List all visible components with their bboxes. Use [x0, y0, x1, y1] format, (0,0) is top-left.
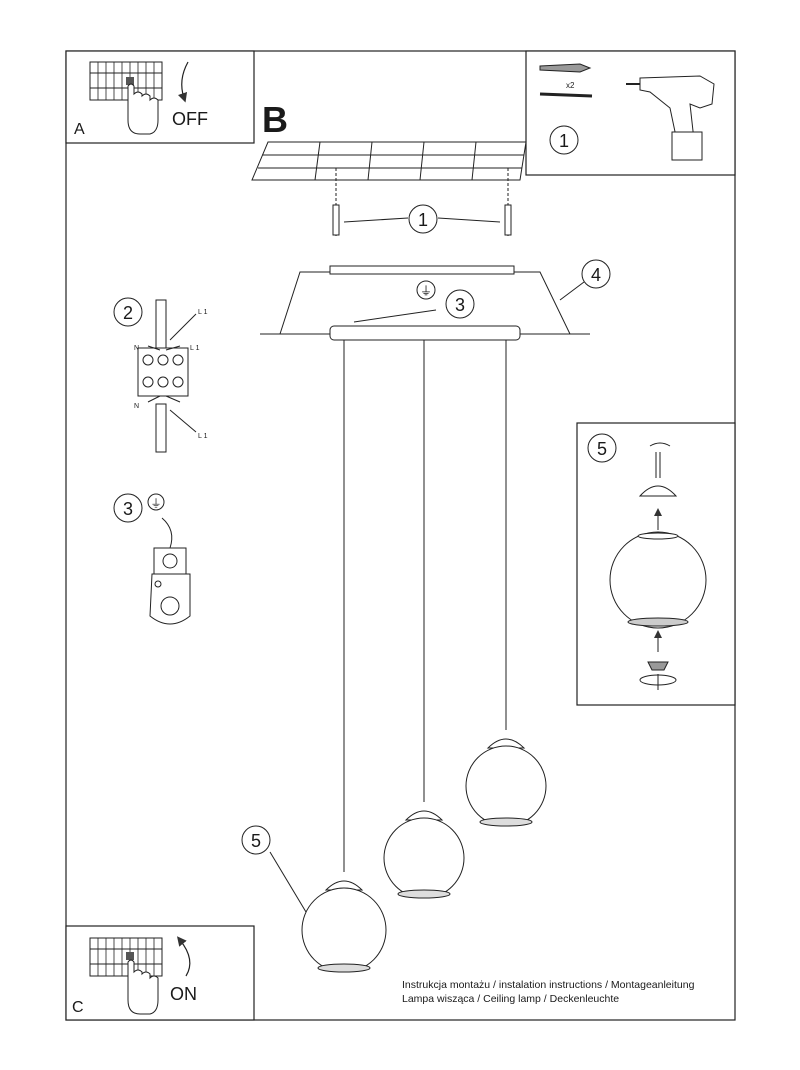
earth-symbol: ⏚ [420, 284, 432, 298]
panel-b-mounting: B 1 ⏚ 3 4 [251, 99, 611, 341]
fuse-box-icon [89, 61, 163, 101]
wiring-terminal-detail: 2 L 1 N L 1 N L 1 [113, 297, 208, 453]
screw-right [504, 168, 512, 238]
step-4-marker [581, 259, 611, 289]
earth-symbol-detail: ⏚ [151, 497, 162, 510]
live-label-bottom: L 1 [198, 433, 208, 440]
live-label-right: L 1 [190, 345, 200, 352]
live-label-top: L 1 [198, 309, 208, 316]
panel-a-off-text: OFF [172, 109, 208, 129]
step-3-number-detail: 3 [123, 499, 133, 519]
switch-down-arrow-icon [177, 61, 189, 103]
hand-icon [127, 83, 159, 135]
pendant-shade-middle [383, 810, 465, 899]
pendant-shade-right [465, 738, 547, 827]
earth-symbol-marker [416, 280, 436, 300]
step-3-marker [445, 289, 475, 319]
ceiling-surface [251, 141, 527, 181]
panel-c-on-text: ON [170, 984, 197, 1004]
neutral-label-top: N [134, 345, 139, 352]
step-5-number-detail: 5 [597, 439, 607, 459]
footer-line-1: Instrukcja montażu / instalation instruc… [402, 979, 695, 991]
step-5-marker [241, 825, 271, 855]
step-1-number-b: 1 [418, 210, 428, 230]
hand-icon-c [127, 959, 159, 1015]
drill-icon [626, 75, 715, 161]
step-2-number: 2 [123, 303, 133, 323]
switch-up-arrow-icon [177, 936, 191, 977]
anchor-count: x2 [566, 81, 575, 90]
panel-a-power-off: A OFF [65, 50, 255, 144]
neutral-label-bottom: N [134, 403, 139, 410]
earth-connection-detail: 3 ⏚ [113, 493, 191, 625]
panel-c-letter: C [72, 999, 84, 1016]
wall-anchor-icon [539, 63, 593, 98]
step-1-number: 1 [559, 131, 569, 151]
panel-a-letter: A [74, 121, 85, 138]
step-4-number: 4 [591, 265, 601, 285]
step-1-marker-b [408, 204, 438, 234]
step-3-number: 3 [455, 295, 465, 315]
panel-b-letter: B [262, 99, 288, 140]
step-2-marker [113, 297, 143, 327]
step-1-marker [549, 125, 579, 155]
ceiling-canopy [260, 265, 590, 341]
step-5-marker-detail [587, 433, 617, 463]
fuse-box-icon-c [89, 937, 163, 977]
panel-c-power-on: C ON [65, 925, 255, 1021]
shade-assembly-detail: 5 [576, 422, 736, 706]
pendant-shade-left [301, 880, 387, 973]
instructions-footer: Instrukcja montażu / instalation instruc… [402, 978, 694, 1006]
screw-left [332, 168, 340, 238]
step-3-marker-detail [113, 493, 143, 523]
footer-line-2: Lampa wisząca / Ceiling lamp / Deckenleu… [402, 993, 620, 1005]
step-5-number: 5 [251, 831, 261, 851]
pendant-cables [343, 340, 507, 872]
panel-tools: x2 1 [525, 50, 736, 176]
